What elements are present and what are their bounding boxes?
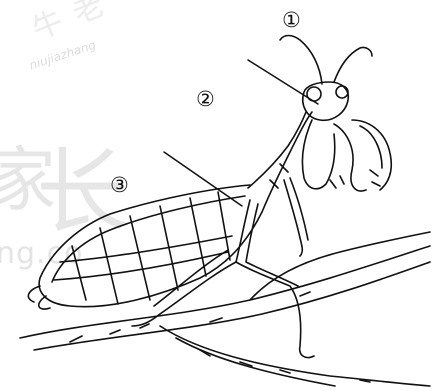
branch bbox=[20, 232, 430, 386]
label-marker-1: ① bbox=[282, 10, 301, 31]
leader-lines bbox=[164, 60, 318, 206]
label-marker-2: ② bbox=[196, 89, 215, 110]
mantis-forelegs bbox=[302, 120, 391, 191]
mantis-head bbox=[280, 36, 372, 121]
mantis-abdomen bbox=[28, 185, 262, 309]
label-marker-3: ③ bbox=[110, 175, 129, 196]
